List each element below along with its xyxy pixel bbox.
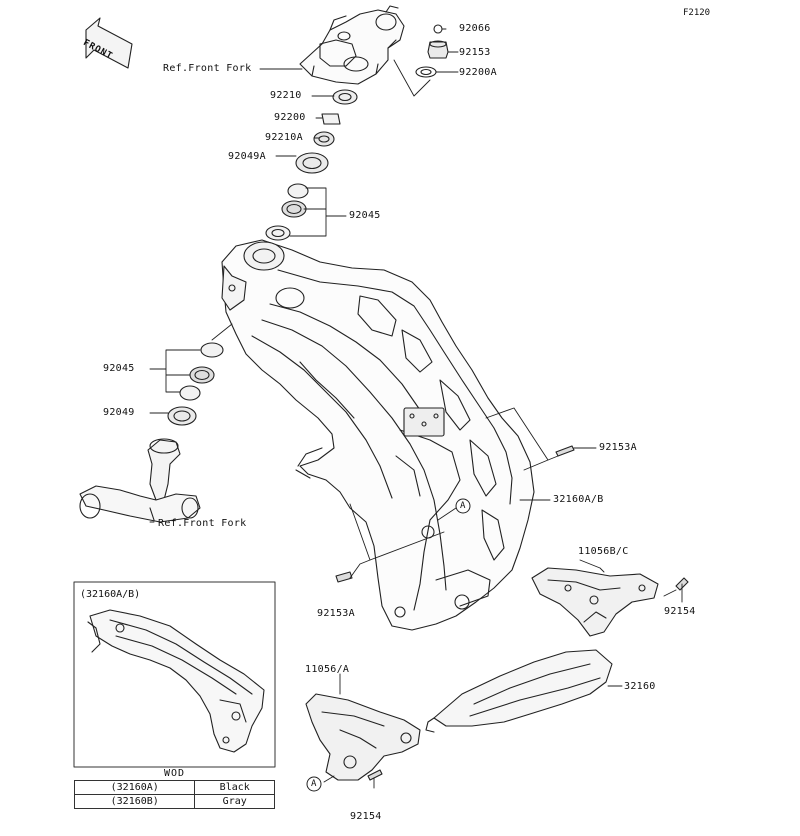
table-cell-color: Gray (194, 794, 275, 809)
label-ref-front-fork-top: Ref.Front Fork (163, 63, 252, 74)
marker-a-label-1: A (460, 501, 466, 511)
label-92045-left: 92045 (103, 363, 135, 374)
label-92045-top: 92045 (349, 210, 381, 221)
lower-bearing-stack (167, 342, 224, 426)
steering-stem (79, 438, 201, 523)
bolts-92153a (335, 445, 575, 583)
label-92210a: 92210A (265, 132, 303, 143)
upper-triple-clamp (299, 5, 405, 85)
leader-lines-right (349, 407, 597, 579)
table-cell-color: Black (194, 780, 275, 795)
leader-lines-upper (259, 68, 347, 237)
figure-code: F2120 (683, 8, 711, 18)
table-cell-part: (32160B) (73, 794, 196, 809)
marker-a-label-2: A (311, 779, 317, 789)
bracket-11056a (305, 693, 421, 781)
upper-bearing-stack (265, 89, 358, 241)
marker-a-circle-2 (306, 776, 322, 792)
label-92154-right: 92154 (664, 606, 696, 617)
table-header: WOD (74, 767, 275, 781)
label-92153-top: 92153 (459, 47, 491, 58)
label-32160: 32160 (624, 681, 656, 692)
label-92066: 92066 (459, 23, 491, 34)
marker-a-circle-1 (455, 498, 471, 514)
label-92210: 92210 (270, 90, 302, 101)
table-row: (32160B) Gray (73, 794, 275, 809)
label-92200a: 92200A (459, 67, 497, 78)
label-ref-front-fork-bottom: Ref.Front Fork (158, 518, 247, 529)
label-92154-bottom: 92154 (350, 811, 382, 822)
label-92049a: 92049A (228, 151, 266, 162)
table-cell-part: (32160A) (73, 780, 196, 795)
label-11056a: 11056/A (305, 664, 350, 675)
label-92200: 92200 (274, 112, 306, 123)
front-arrow-icon (85, 17, 133, 69)
bracket-11056bc (531, 567, 659, 637)
label-11056bc: 11056B/C (578, 546, 629, 557)
top-nut-parts (415, 24, 449, 78)
label-32160ab: 32160A/B (553, 494, 604, 505)
cover-32160 (425, 649, 613, 733)
main-frame (221, 239, 535, 631)
color-variant-table: WOD (32160A) Black (32160B) Gray (73, 767, 275, 809)
leader-lines-lower-stack (149, 323, 233, 414)
label-92153a-right: 92153A (599, 442, 637, 453)
inset-frame-drawing (87, 609, 265, 753)
label-92153a-left: 92153A (317, 608, 355, 619)
inset-title: (32160A/B) (80, 589, 141, 600)
table-row: (32160A) Black (73, 780, 275, 795)
label-92049: 92049 (103, 407, 135, 418)
